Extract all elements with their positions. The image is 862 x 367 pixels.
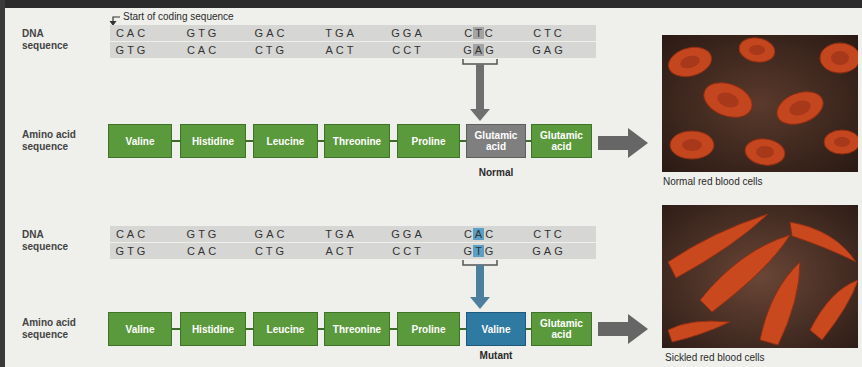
amino-acid-box: Threonine: [324, 312, 390, 346]
dna-codon: CTC: [533, 227, 565, 241]
dna-codon: GAC: [255, 26, 288, 40]
normal-label: Normal: [479, 167, 513, 179]
dna-codon: GAG: [463, 43, 496, 57]
amino-acid-name: Glutamic acid: [469, 130, 523, 152]
dna-codon: TGA: [325, 227, 357, 241]
amino-acid-box: Histidine: [180, 124, 246, 158]
amino-acid-name: Threonine: [333, 324, 381, 335]
peptide-bond-line: [390, 329, 397, 330]
amino-acid-name: Valine: [126, 324, 155, 335]
peptide-bond-line: [172, 329, 180, 330]
dna-codon: CTG: [255, 43, 287, 57]
dna-codon: GTG: [116, 43, 149, 57]
amino-acid-box: Proline: [397, 312, 460, 346]
amino-acid-name: Histidine: [192, 136, 234, 147]
dna-codon: CAC: [187, 244, 219, 258]
photo-caption: Sickled red blood cells: [665, 352, 765, 364]
amino-acid-box: Glutamic acid: [531, 124, 592, 158]
dna-codon: CAC: [116, 227, 148, 241]
amino-acid-name: Valine: [126, 136, 155, 147]
amino-acid-box: Proline: [397, 124, 460, 158]
amino-acid-name: Leucine: [267, 324, 305, 335]
peptide-bond-line: [390, 141, 397, 142]
peptide-bond-line: [246, 141, 253, 142]
dna-codon: GTG: [187, 26, 220, 40]
screen-frame: [0, 0, 862, 8]
row-label: DNA sequence: [22, 28, 78, 52]
amino-acid-name: Valine: [482, 324, 511, 335]
dna-codon: CAC: [187, 43, 219, 57]
dna-codon: GTG: [187, 227, 220, 241]
amino-acid-box: Histidine: [180, 312, 246, 346]
amino-acid-box: Threonine: [324, 124, 390, 158]
row-label: Amino acid sequence: [22, 129, 94, 153]
down-arrow: [470, 109, 490, 121]
amino-acid-name: Proline: [412, 136, 446, 147]
down-arrow: [470, 297, 490, 309]
dna-strand-band: [110, 226, 596, 242]
dna-codon: CAC: [116, 26, 148, 40]
dna-codon: GAC: [255, 227, 288, 241]
dna-codon: CAC: [464, 227, 496, 241]
dna-codon: CTC: [533, 26, 565, 40]
mutant-label: Mutant: [480, 350, 513, 362]
photo-caption: Normal red blood cells: [663, 176, 763, 188]
amino-acid-box: Valine: [108, 124, 172, 158]
dna-codon: GAG: [532, 43, 565, 57]
peptide-bond-line: [246, 329, 253, 330]
amino-acid-box: Valine: [108, 312, 172, 346]
dna-codon: ACT: [326, 43, 357, 57]
amino-acid-name: Threonine: [333, 136, 381, 147]
codon-bracket: [463, 260, 497, 265]
sickled-red-blood-cells: [668, 214, 858, 345]
normal-amino-acid-box: Glutamic acid: [466, 124, 526, 158]
dna-codon: GTG: [116, 244, 149, 258]
dna-codon: GGA: [391, 227, 424, 241]
amino-acid-box: Glutamic acid: [531, 312, 592, 346]
amino-acid-name: Glutamic acid: [534, 130, 589, 152]
down-arrow: [476, 265, 484, 298]
row-label: Amino acid sequence: [22, 317, 94, 341]
dna-strand-band: [110, 25, 596, 41]
dna-codon: CTG: [255, 244, 287, 258]
dna-codon: CCT: [392, 244, 424, 258]
down-arrow: [476, 64, 484, 110]
dna-codon: TGA: [325, 26, 357, 40]
dna-codon: CTC: [464, 26, 496, 40]
dna-strand-band: [110, 42, 596, 58]
start-label: Start of coding sequence: [123, 11, 234, 23]
mutant-amino-acid-box: Valine: [466, 312, 526, 346]
amino-acid-name: Proline: [412, 324, 446, 335]
amino-acid-name: Histidine: [192, 324, 234, 335]
amino-acid-box: Leucine: [253, 124, 318, 158]
result-arrow: [598, 128, 648, 158]
sickled-cells-photo: [662, 205, 858, 348]
codon-bracket: [463, 59, 497, 64]
amino-acid-name: Glutamic acid: [534, 318, 589, 340]
dna-codon: GTG: [464, 244, 497, 258]
dna-codon: GGA: [391, 26, 424, 40]
dna-codon: CCT: [392, 43, 424, 57]
screen-frame: [0, 0, 5, 367]
dna-codon: ACT: [326, 244, 357, 258]
amino-acid-name: Leucine: [267, 136, 305, 147]
amino-acid-box: Leucine: [253, 312, 318, 346]
result-arrow: [598, 314, 648, 344]
normal-red-blood-cells: [665, 35, 858, 168]
dna-strand-band: [110, 243, 596, 259]
row-label: DNA sequence: [22, 229, 78, 253]
peptide-bond-line: [172, 141, 180, 142]
dna-codon: GAG: [532, 244, 565, 258]
